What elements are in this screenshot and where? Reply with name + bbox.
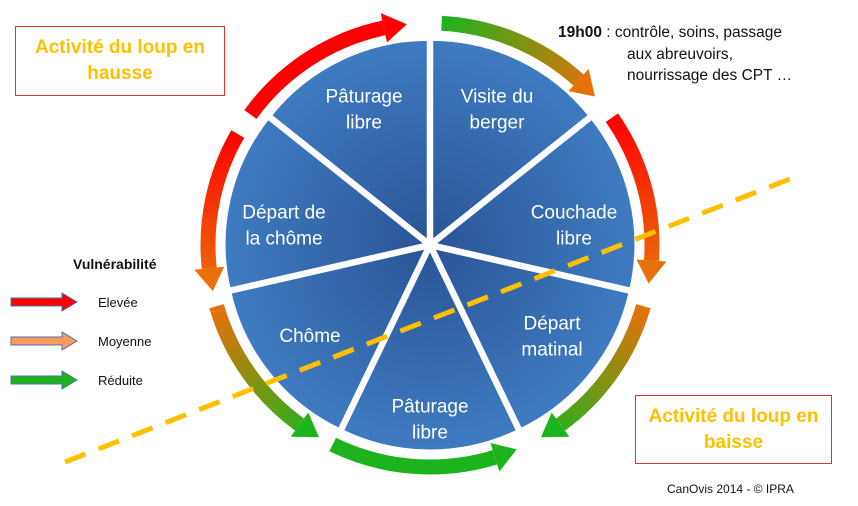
cycle-arrow — [441, 15, 584, 86]
cycle-arrowhead-icon — [568, 68, 595, 97]
pie-slice — [228, 245, 430, 432]
trend-dashed-line — [64, 172, 801, 465]
pie-slice — [268, 37, 430, 245]
wolf-activity-falling-label: Activité du loup en baisse — [648, 405, 819, 453]
cycle-arrow — [200, 130, 245, 269]
red-arrow-icon — [10, 292, 78, 312]
legend-item-medium: Moyenne — [10, 331, 151, 351]
cycle-arrow — [244, 20, 386, 119]
cycle-arrowhead-icon — [380, 13, 407, 43]
cycle-arrowhead-icon — [636, 259, 667, 284]
cycle-arrowhead-icon — [541, 412, 570, 438]
green-arrow-icon — [10, 370, 78, 390]
shepherd-visit-note: 19h00 : contrôle, soins, passage aux abr… — [558, 24, 793, 85]
orange-arrow-icon — [10, 331, 78, 351]
legend-item-high: Elevée — [10, 292, 138, 312]
legend-title: Vulnérabilité — [73, 256, 157, 272]
pie-slice — [430, 245, 632, 432]
cycle-arrow — [209, 304, 304, 431]
cycle-arrowhead-icon — [194, 266, 225, 292]
wolf-activity-rising-label: Activité du loup en hausse — [35, 37, 205, 84]
credit: CanOvis 2014 - © IPRA — [667, 482, 794, 496]
wolf-activity-rising-box: Activité du loup en hausse — [15, 26, 225, 96]
slice-label-chome: Chôme — [279, 326, 341, 348]
cycle-arrowhead-icon — [290, 412, 319, 438]
legend-item-low: Réduite — [10, 370, 143, 390]
cycle-arrow — [556, 304, 651, 431]
cycle-arrowhead-icon — [490, 442, 517, 472]
cycle-arrow — [605, 113, 660, 262]
wolf-activity-falling-box: Activité du loup en baisse — [635, 395, 832, 464]
pie-slice — [222, 116, 430, 291]
pie-slice — [340, 245, 520, 453]
pie-slice — [430, 37, 592, 245]
note-time: 19h00 — [558, 24, 602, 41]
cycle-arrow — [329, 437, 498, 475]
pie-slice — [430, 116, 638, 291]
